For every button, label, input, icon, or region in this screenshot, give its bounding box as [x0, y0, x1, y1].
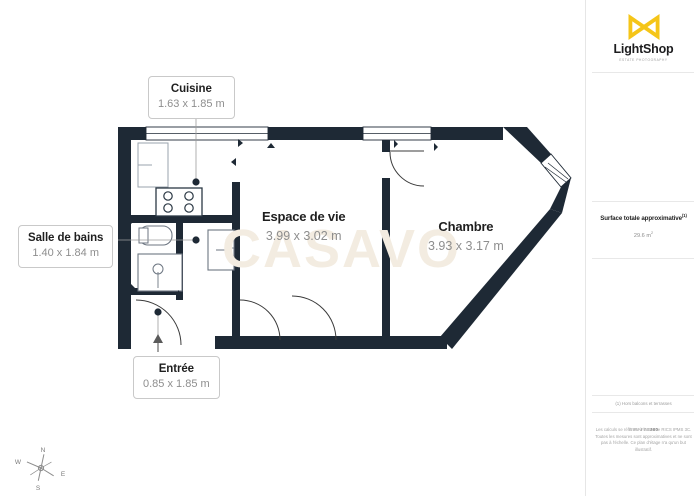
hall-fixtures [207, 229, 235, 271]
panel-divider-3 [592, 258, 694, 259]
compass-east-label: E [61, 471, 66, 478]
room-label-cuisine: Cuisine 1.63 x 1.85 m [148, 76, 235, 119]
compass-rose: N S E W [15, 447, 66, 492]
room-label-salle-de-bains: Salle de bains 1.40 x 1.84 m [18, 225, 114, 268]
room-dims-chambre: 3.93 x 3.17 m [428, 238, 504, 253]
brand-block: LightShop ESTATE PHOTOGRAPHY [586, 14, 700, 62]
surface-total-value: 29.6 m2 [591, 231, 696, 239]
surface-total-block: Surface totale approximative(1) 29.6 m2 [586, 213, 700, 238]
surface-total-value-text: 29.6 m [633, 232, 651, 239]
room-name-entree: Entrée [158, 363, 194, 375]
panel-divider-2 [592, 201, 694, 202]
floorplan-canvas [118, 117, 572, 352]
bowtie-logo-icon [627, 14, 660, 40]
footnote-block: (1) Hors balcons et terrasses [586, 401, 700, 407]
room-label-chambre: Chambre 3.93 x 3.17 m [428, 219, 504, 254]
surface-total-title: Surface totale approximative(1) [591, 213, 696, 223]
surface-total-title-text: Surface totale approximative [600, 215, 682, 223]
compass-north-label: N [41, 447, 46, 454]
bathroom-fixtures [137, 225, 183, 292]
room-name-cuisine: Cuisine [170, 83, 212, 95]
brand-name-text: LightShop [613, 42, 674, 56]
panel-divider-5 [592, 412, 694, 413]
info-side-panel: LightShop ESTATE PHOTOGRAPHY Surface tot… [585, 0, 700, 496]
footnote-text: (1) Hors balcons et terrasses [615, 401, 672, 406]
panel-divider-4 [592, 395, 694, 396]
compass-south-label: S [36, 485, 41, 492]
room-name-chambre: Chambre [438, 219, 494, 234]
credit-prefix: GIRAFFE [628, 427, 651, 432]
surface-unit-exponent: 2 [650, 230, 654, 235]
room-name-salle-de-bains: Salle de bains [28, 232, 104, 244]
room-name-espace-de-vie: Espace de vie [262, 209, 346, 224]
bay-window-walls [440, 127, 572, 349]
top-wall-with-windows [145, 126, 503, 141]
credit-block: GIRAFFE360 [586, 418, 700, 436]
brand-tagline: ESTATE PHOTOGRAPHY [619, 57, 668, 62]
kitchen-fixtures [137, 142, 203, 217]
entrance-arrow-icon [153, 334, 163, 352]
disclaimer-block: Les calculs se réfèrent à la norme RICS … [586, 427, 700, 453]
compass-west-label: W [15, 459, 22, 466]
room-label-entree: Entrée 0.85 x 1.85 m [133, 356, 220, 399]
surface-total-footnote-marker: (1) [681, 213, 687, 218]
dimension-ticks [131, 139, 438, 338]
credit-giraffe360: GIRAFFE360 [629, 427, 659, 432]
room-label-espace-de-vie: Espace de vie 3.99 x 3.02 m [262, 209, 346, 244]
room-dims-salle-de-bains: 1.40 x 1.84 m [32, 247, 99, 260]
exterior-walls [118, 127, 447, 349]
label-leader-lines [118, 117, 200, 352]
door-swings [135, 150, 425, 346]
credit-suffix: 360 [650, 427, 659, 432]
room-dims-cuisine: 1.63 x 1.85 m [158, 98, 225, 111]
brand-name: LightShop [586, 42, 700, 57]
floorplan-drawing [118, 117, 572, 352]
panel-divider-1 [592, 72, 694, 73]
disclaimer-text: Les calculs se réfèrent à la norme RICS … [595, 427, 692, 452]
room-dims-espace-de-vie: 3.99 x 3.02 m [265, 228, 342, 243]
room-dims-entree: 0.85 x 1.85 m [143, 378, 210, 391]
